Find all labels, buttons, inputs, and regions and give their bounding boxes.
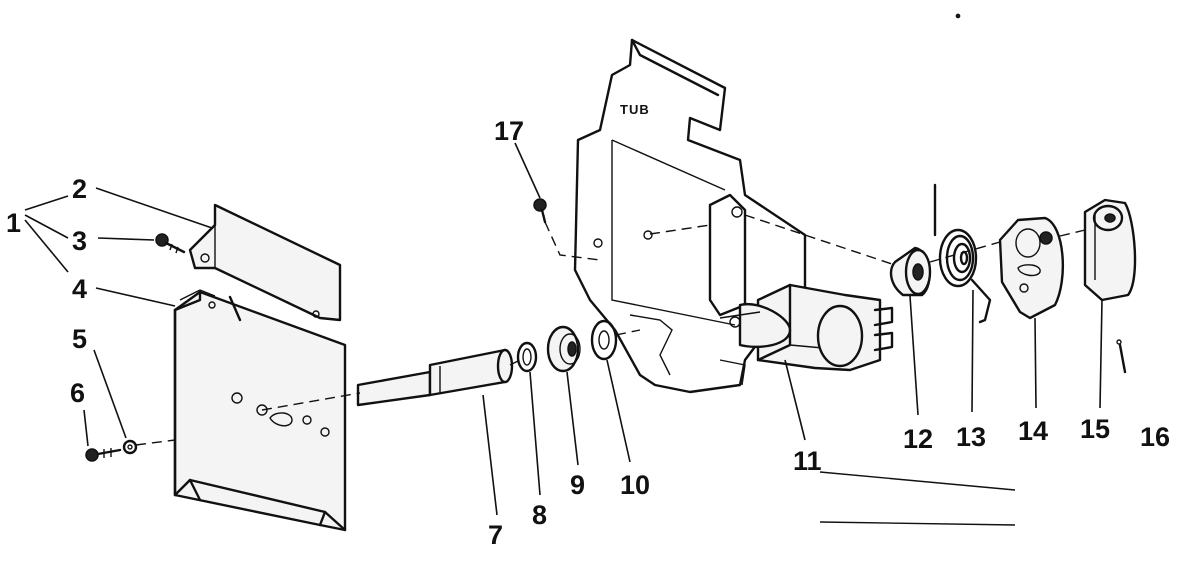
callout-12: 12 [903,424,933,454]
callout-16: 16 [1140,422,1170,452]
control-box-housing-part [173,289,347,532]
scan-marks [819,13,1016,526]
callout-10: 10 [620,470,650,500]
callout-11: 11 [793,446,822,476]
drive-shaft-part [356,348,514,407]
tub-label: TUB [620,102,650,117]
coil-spring-part [933,183,992,324]
tub-screw-part [533,198,547,224]
callout-2: 2 [72,174,87,204]
leader-lines [24,142,1103,516]
callout-8: 8 [532,500,547,530]
callout-15: 15 [1080,414,1110,444]
callout-17: 17 [494,116,524,146]
cam-plate-part [998,216,1064,320]
lock-washer-part [122,439,138,455]
cover-screw-part [155,233,186,254]
callout-14: 14 [1018,416,1048,446]
mounting-screw-part [85,448,122,462]
retaining-ring-part [516,341,538,373]
callout-5: 5 [72,324,87,354]
flat-washer-part [590,319,618,361]
control-knob-part [889,246,932,297]
retaining-pin-part [1116,339,1127,374]
dial-bracket-part [1083,198,1137,302]
bushing-part [546,325,581,373]
callout-6: 6 [70,378,85,408]
assembly-axis-lines [135,214,1086,446]
timer-motor-assembly-part [719,283,894,372]
callout-1: 1 [6,208,21,238]
cover-plate-part [188,203,342,322]
callout-numbers: 1 2 3 4 5 6 7 8 9 10 11 12 13 14 15 16 1… [6,116,1170,550]
callout-7: 7 [488,520,503,550]
callout-4: 4 [72,274,87,304]
callout-9: 9 [570,470,585,500]
callout-3: 3 [72,226,87,256]
callout-13: 13 [956,422,986,452]
